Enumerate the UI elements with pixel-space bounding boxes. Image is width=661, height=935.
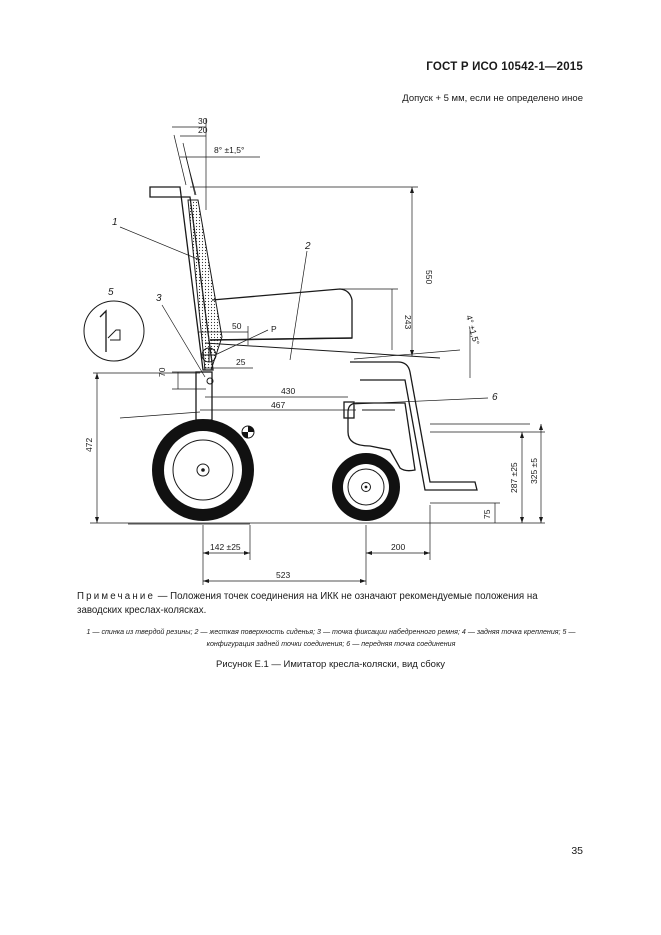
dim-angle-back: 8° ±1,5° (214, 145, 244, 155)
legend-num: 2 (194, 628, 199, 636)
dim-200: 200 (391, 542, 405, 552)
legend-text: — точка фиксации набедренного ремня; (321, 628, 462, 636)
legend-num: 4 (461, 628, 466, 636)
dim-75: 75 (482, 509, 492, 519)
cg-marker (241, 425, 255, 439)
dim-70: 70 (157, 367, 167, 377)
front-frame (350, 361, 478, 491)
point-label-p: P (271, 324, 277, 334)
backrest-rubber (187, 199, 223, 371)
legend-num: 5 (562, 628, 567, 636)
figure-legend: 1 — спинка из твердой резины; 2 — жестка… (77, 626, 585, 650)
dim-30: 30 (198, 116, 208, 126)
note-text: — Положения точек соединения на ИКК не о… (77, 591, 538, 616)
dim-430: 430 (281, 386, 295, 396)
dim-325: 325 ±5 (529, 458, 539, 484)
note-label: Примечание (77, 591, 156, 602)
legend-num: 1 (86, 628, 91, 636)
dim-50: 50 (232, 321, 242, 331)
dim-550: 550 (424, 270, 434, 284)
legend-text: — спинка из твердой резины; (90, 628, 195, 636)
callout-5: 5 (108, 287, 114, 298)
legend-text: — передняя точка соединения (350, 640, 456, 648)
page-number: 35 (571, 845, 583, 857)
legend-text: — задняя точка крепления; (465, 628, 563, 636)
callout-1: 1 (112, 217, 118, 228)
legend-text: — жесткая поверхность сиденья; (198, 628, 318, 636)
dim-523: 523 (276, 570, 290, 580)
callout-6: 6 (492, 392, 498, 403)
dim-243: 243 (403, 315, 413, 329)
rear-wheel (152, 419, 254, 521)
backrest-frame (149, 186, 214, 371)
detail-5 (83, 300, 145, 362)
callout-2: 2 (304, 241, 311, 252)
standard-header: ГОСТ Р ИСО 10542-1—2015 (426, 61, 583, 73)
figure-caption: Рисунок Е.1 — Имитатор кресла-коляски, в… (216, 659, 445, 670)
dim-467: 467 (271, 400, 285, 410)
dim-142: 142 ±25 (210, 542, 241, 552)
legend-num: 3 (317, 628, 321, 636)
legend-text: — конфигурация задней точки соединения; (206, 628, 576, 648)
wheelchair-side-view-drawing: 1 2 3 5 6 P 30 20 8° ±1,5° 550 243 4° ±1… (83, 116, 545, 585)
tolerance-note: Допуск + 5 мм, если не определено иное (402, 93, 583, 104)
dim-287: 287 ±25 (509, 462, 519, 493)
dim-472: 472 (84, 438, 94, 452)
dim-angle-seat: 4° ±1,5° (464, 314, 482, 346)
dim-25: 25 (236, 357, 246, 367)
callout-3: 3 (156, 293, 162, 304)
front-wheel (332, 453, 400, 521)
dim-20: 20 (198, 125, 208, 135)
legend-num: 6 (346, 640, 351, 648)
p-point-symbol (201, 347, 217, 363)
figure-note: Примечание — Положения точек соединения … (77, 590, 583, 618)
